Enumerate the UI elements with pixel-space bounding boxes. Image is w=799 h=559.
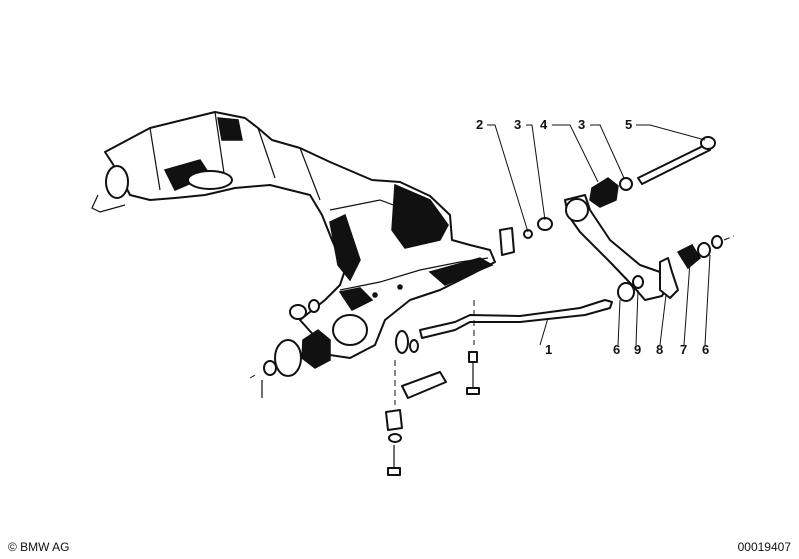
callout-3b: 3 <box>578 117 585 132</box>
pivot-bolt-parts <box>589 136 716 208</box>
document-number: 00019407 <box>737 540 791 554</box>
callouts: 2 3 4 3 5 1 6 9 8 7 6 <box>476 117 709 357</box>
axle-carrier <box>91 111 496 359</box>
tension-strut <box>395 299 613 354</box>
callout-3a: 3 <box>514 117 521 132</box>
lower-bolts <box>385 217 553 476</box>
copyright-text: © BMW AG <box>8 540 70 554</box>
callout-4: 4 <box>540 117 548 132</box>
callout-2: 2 <box>476 117 483 132</box>
callout-5: 5 <box>625 117 632 132</box>
left-mount-parts <box>249 299 331 398</box>
control-arm <box>564 194 735 302</box>
callout-8: 8 <box>656 342 663 357</box>
callout-1: 1 <box>545 342 552 357</box>
callout-6b: 6 <box>702 342 709 357</box>
callout-6a: 6 <box>613 342 620 357</box>
callout-9: 9 <box>634 342 641 357</box>
callout-7: 7 <box>680 342 687 357</box>
leader-lines <box>487 124 711 346</box>
